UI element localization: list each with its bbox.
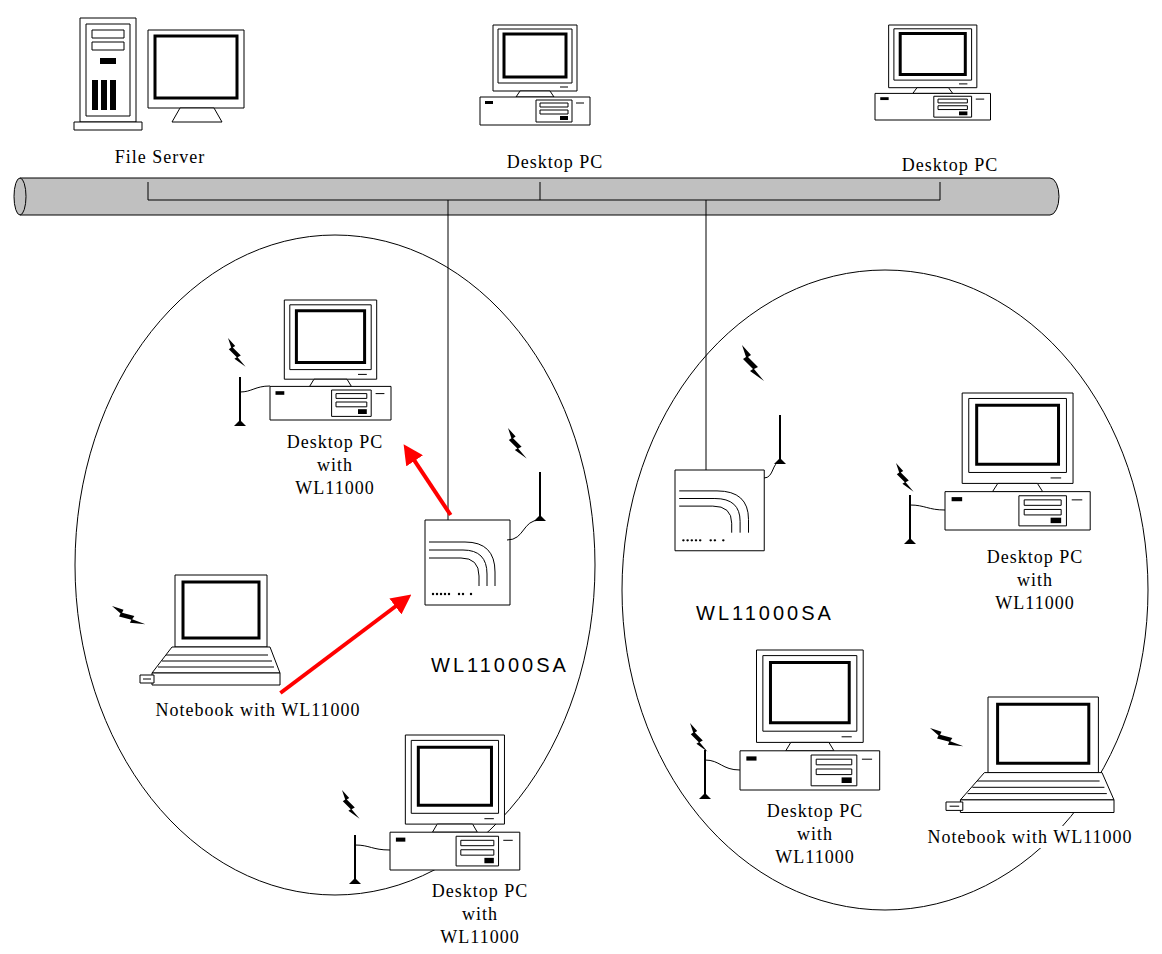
wireless-notebook-node: Notebook with WL11000 xyxy=(118,693,398,721)
device-label: Desktop PC with WL11000 xyxy=(281,431,389,500)
device-label: Desktop PC with WL11000 xyxy=(981,546,1089,615)
signal-arrow xyxy=(408,451,451,515)
desktop-icon xyxy=(945,393,1090,530)
antenna-cable xyxy=(240,386,270,392)
backbone-cable xyxy=(20,178,1059,215)
wireless-desktop-node: Desktop PC with WL11000 xyxy=(385,730,575,949)
drop-wire xyxy=(448,200,706,520)
device-label: Notebook with WL11000 xyxy=(154,699,363,721)
coverage-area xyxy=(622,270,1148,910)
antenna-cable xyxy=(355,845,390,850)
antenna-cable xyxy=(705,760,740,770)
access-point-node: WL11000SA xyxy=(405,515,595,677)
desktop-node: Desktop PC xyxy=(868,20,1032,175)
antenna-symbol xyxy=(349,835,361,884)
access-point-node: WL11000SA xyxy=(668,465,862,625)
backbone-cable-end xyxy=(14,178,26,215)
access-point-label: WL11000SA xyxy=(694,601,836,625)
radio-bolt xyxy=(896,463,914,492)
antenna-symbol xyxy=(774,415,786,464)
antenna-symbol xyxy=(699,750,711,799)
radio-bolt xyxy=(690,723,708,752)
signal-arrow xyxy=(280,599,405,693)
device-label: Desktop PC xyxy=(505,152,606,172)
antenna-symbol xyxy=(904,495,916,544)
device-label: Desktop PC with WL11000 xyxy=(426,880,534,949)
desktop-icon xyxy=(390,735,520,870)
access-point-icon xyxy=(425,520,510,605)
file-server-node: File Server xyxy=(70,15,250,167)
wireless-desktop-node: Desktop PC with WL11000 xyxy=(940,388,1130,615)
radio-bolt xyxy=(228,338,246,367)
notebook-icon xyxy=(946,697,1114,813)
device-label: File Server xyxy=(113,147,207,167)
antenna-symbol xyxy=(534,472,546,521)
antenna-cable xyxy=(507,520,540,540)
desktop-icon xyxy=(740,650,880,790)
antenna-cable xyxy=(764,462,780,478)
wireless-notebook-node: Notebook with WL11000 xyxy=(922,820,1139,848)
desktop-node: Desktop PC xyxy=(475,20,635,172)
device-label: Notebook with WL11000 xyxy=(926,826,1135,848)
wireless-desktop-node: Desktop PC with WL11000 xyxy=(262,295,408,500)
radio-bolt xyxy=(930,718,963,756)
access-point-icon xyxy=(675,470,764,551)
device-label: Desktop PC with WL11000 xyxy=(761,800,869,869)
bus-wire xyxy=(148,182,940,200)
radio-bolt xyxy=(742,345,764,381)
desktop-icon xyxy=(270,300,391,420)
antenna-cable xyxy=(910,505,945,510)
device-label: Desktop PC xyxy=(900,155,1001,175)
radio-bolt xyxy=(508,428,527,459)
radio-bolt xyxy=(342,790,360,819)
antenna-symbol xyxy=(234,377,246,426)
coverage-area xyxy=(75,235,595,895)
desktop-icon xyxy=(480,25,590,125)
file-server-icon xyxy=(74,18,244,130)
wireless-desktop-node: Desktop PC with WL11000 xyxy=(720,645,910,869)
access-point-label: WL11000SA xyxy=(429,653,571,677)
notebook-icon xyxy=(140,575,280,685)
radio-bolt xyxy=(112,596,145,634)
desktop-icon xyxy=(875,25,991,120)
